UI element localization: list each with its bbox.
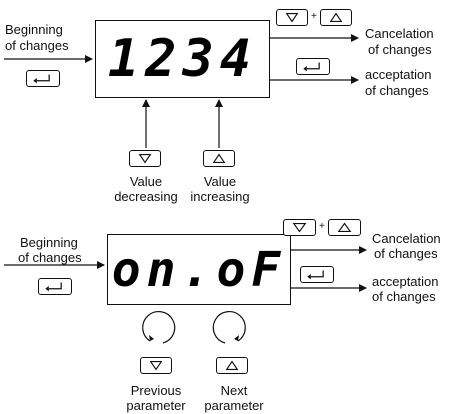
plus-sign: + xyxy=(319,221,325,232)
circular-arrow-icon xyxy=(212,311,246,344)
enter-key-button[interactable] xyxy=(300,266,334,283)
up-triangle-icon xyxy=(329,12,343,23)
up-key-button[interactable] xyxy=(320,9,352,26)
up-key-button[interactable] xyxy=(216,357,248,374)
plus-sign: + xyxy=(311,11,317,22)
up-triangle-icon xyxy=(337,222,352,233)
prev-label: Previous xyxy=(130,383,182,398)
down-key-button[interactable] xyxy=(276,9,308,26)
display-panel-1: 1234 xyxy=(95,20,270,98)
enter-key-icon xyxy=(307,270,324,280)
dec-label-b: decreasing xyxy=(114,189,178,204)
down-triangle-icon xyxy=(138,153,152,164)
up-triangle-icon xyxy=(212,153,226,164)
cancel-label-1: Cancelation xyxy=(365,26,434,41)
circular-arrow-icon xyxy=(142,311,176,344)
down-triangle-icon xyxy=(285,12,299,23)
next-label-b: parameter xyxy=(204,398,264,413)
dec-label: Value xyxy=(129,174,163,189)
beginning-label-1: Beginning xyxy=(5,22,63,37)
up-key-button[interactable] xyxy=(203,150,235,167)
accept-label-1: acceptation xyxy=(365,67,432,82)
next-label: Next xyxy=(220,383,248,398)
up-key-button[interactable] xyxy=(328,219,361,236)
accept-label-2b: of changes xyxy=(372,289,436,304)
down-triangle-icon xyxy=(149,360,163,371)
cancel-label-2: Cancelation xyxy=(372,231,441,246)
inc-label-b: increasing xyxy=(190,189,250,204)
enter-key-icon xyxy=(33,74,50,84)
enter-key-icon xyxy=(45,282,62,292)
beginning-label-2: Beginning xyxy=(20,235,78,250)
down-key-button[interactable] xyxy=(283,219,316,236)
enter-key-icon xyxy=(303,62,320,72)
enter-key-button[interactable] xyxy=(38,278,72,295)
prev-label-b: parameter xyxy=(126,398,186,413)
down-triangle-icon xyxy=(292,222,307,233)
enter-key-button[interactable] xyxy=(26,70,60,87)
beginning-label-1b: of changes xyxy=(5,38,69,53)
cancel-label-1b: of changes xyxy=(368,42,432,57)
up-triangle-icon xyxy=(225,360,239,371)
accept-label-1b: of changes xyxy=(365,83,429,98)
beginning-label-2b: of changes xyxy=(18,250,82,265)
down-key-button[interactable] xyxy=(140,357,172,374)
display-value-2: on.oF xyxy=(111,242,287,298)
display-panel-2: on.oF xyxy=(107,234,291,305)
enter-key-button[interactable] xyxy=(296,58,330,75)
down-key-button[interactable] xyxy=(129,150,161,167)
display-value-1: 1234 xyxy=(107,29,258,89)
inc-label: Value xyxy=(203,174,237,189)
accept-label-2: acceptation xyxy=(372,274,439,289)
cancel-label-2b: of changes xyxy=(374,246,438,261)
